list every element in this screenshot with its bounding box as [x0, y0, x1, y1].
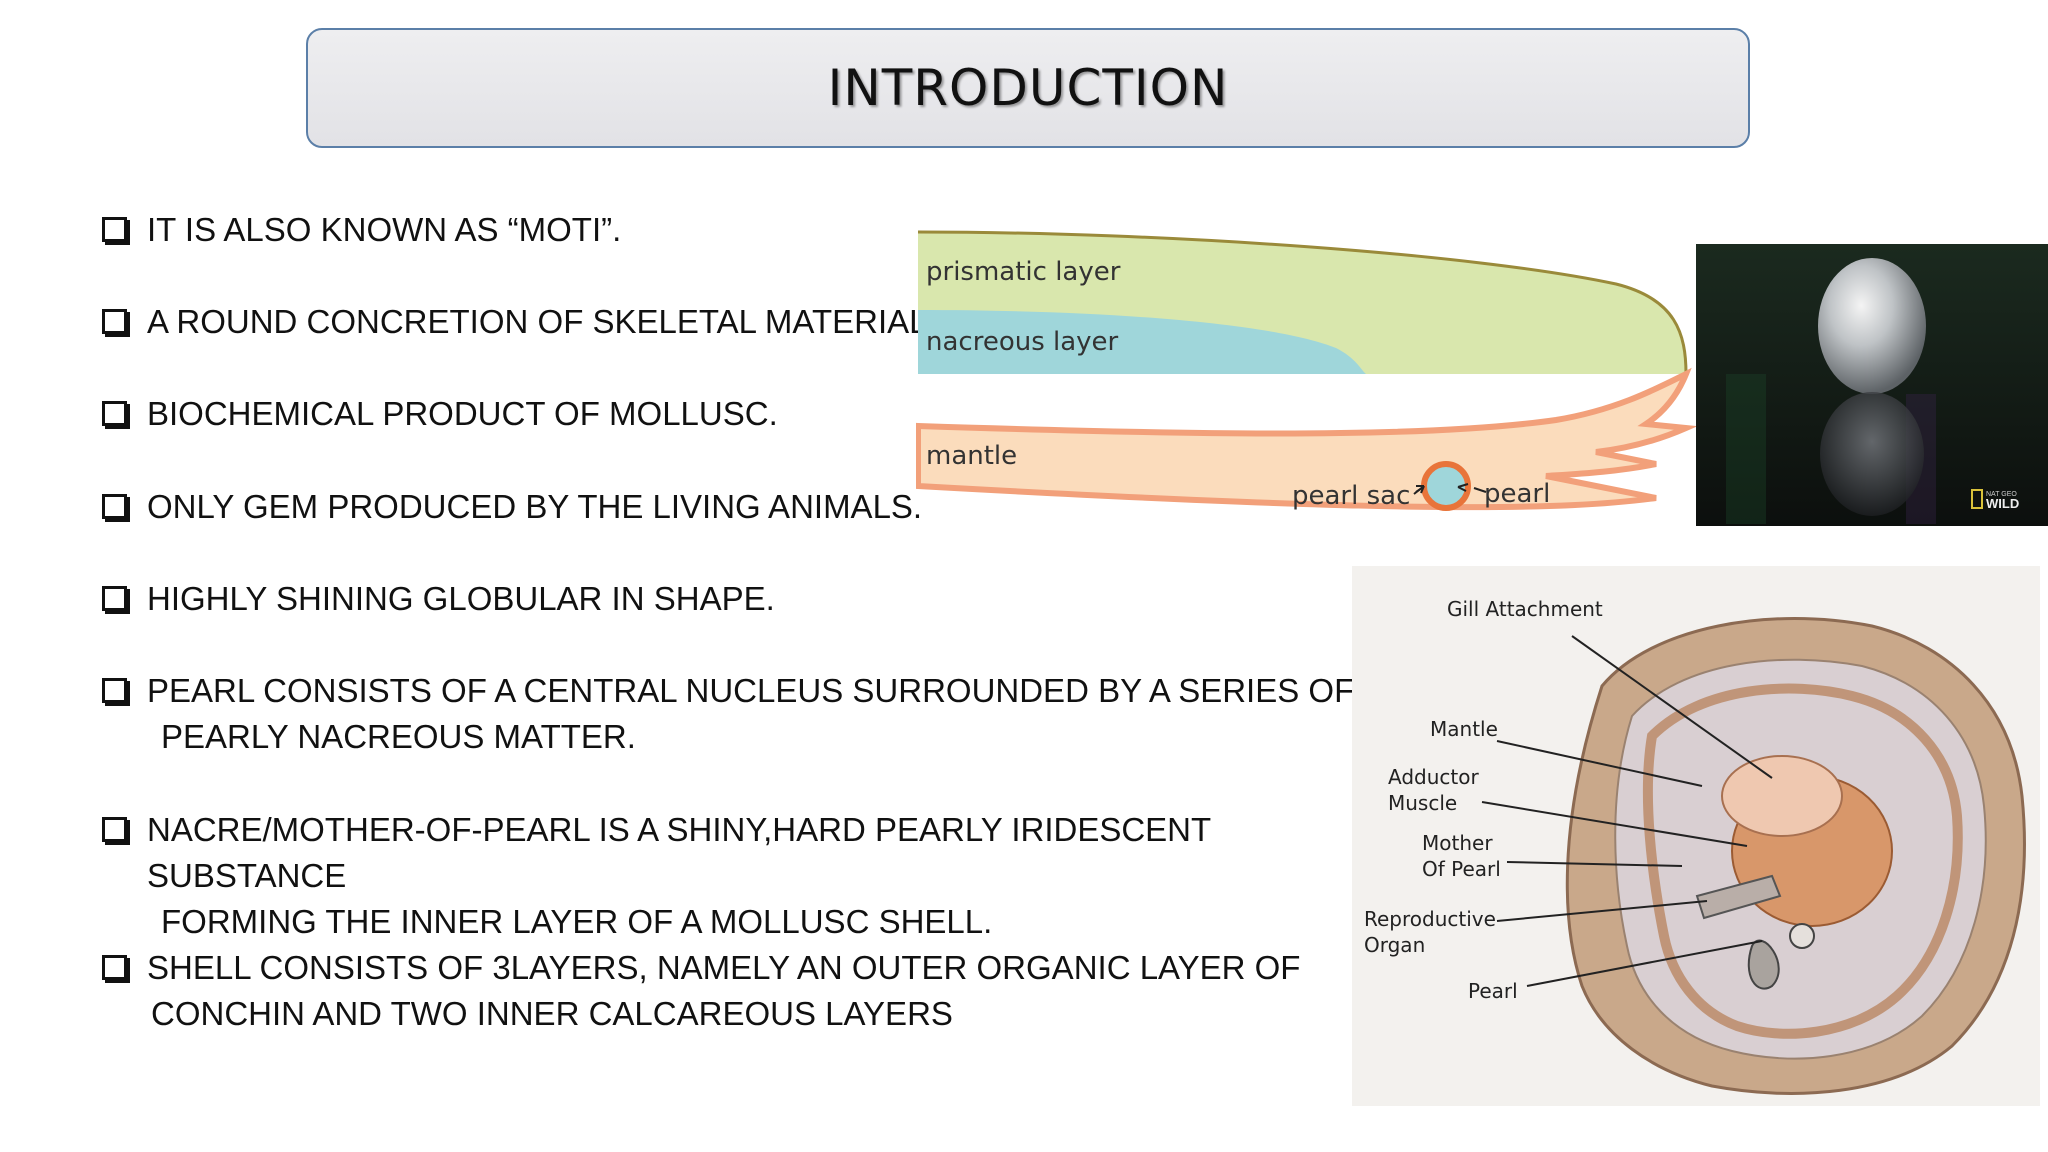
slide-title: INTRODUCTION	[827, 59, 1229, 117]
pearl-label: pearl	[1484, 479, 1550, 509]
mantle-layer	[916, 367, 1696, 511]
pearl-photo-illustration: NAT GEO WILD	[1696, 244, 2048, 526]
gill-area	[1721, 755, 1843, 837]
watermark-big: WILD	[1986, 496, 2019, 511]
reproductive-label: Reproductive	[1364, 907, 1496, 931]
bullet-text: NACRE/MOTHER-OF-PEARL IS A SHINY,HARD PE…	[147, 811, 1211, 894]
pearl-reflection	[1820, 392, 1924, 516]
bullet-item: IT IS ALSO KNOWN AS “MOTI”.	[102, 207, 1362, 253]
bullet-text-continuation: PEARLY NACREOUS MATTER.	[161, 718, 636, 755]
bullet-text: HIGHLY SHINING GLOBULAR IN SHAPE.	[147, 580, 775, 617]
muscle-label: Muscle	[1388, 791, 1457, 815]
bullet-item: PEARL CONSISTS OF A CENTRAL NUCLEUS SURR…	[102, 668, 1362, 760]
checkbox-bullet-icon	[102, 586, 127, 611]
pearl-in-oyster	[1789, 923, 1815, 949]
bullet-text: BIOCHEMICAL PRODUCT OF MOLLUSC.	[147, 395, 778, 432]
bullet-item: A ROUND CONCRETION OF SKELETAL MATERIAL.	[102, 299, 1362, 345]
nacreous-layer	[918, 310, 1366, 374]
pearl-region	[1747, 939, 1780, 990]
nacreous-layer-label: nacreous layer	[926, 327, 1119, 357]
organ-label: Organ	[1364, 933, 1425, 957]
bullet-text: SHELL CONSISTS OF 3LAYERS, NAMELY AN OUT…	[147, 949, 1301, 986]
bullet-item: BIOCHEMICAL PRODUCT OF MOLLUSC.	[102, 391, 1362, 437]
mother-label: Mother	[1422, 831, 1493, 855]
bullet-item: NACRE/MOTHER-OF-PEARL IS A SHINY,HARD PE…	[102, 807, 1362, 945]
reproductive-organ	[1695, 874, 1782, 920]
watermark-small: NAT GEO	[1986, 491, 2017, 498]
mantle-band	[1642, 683, 1963, 1039]
bullet-item: ONLY GEM PRODUCED BY THE LIVING ANIMALS.	[102, 484, 1362, 530]
pearl-sac-label: pearl sac	[1292, 481, 1410, 511]
checkbox-bullet-icon	[102, 494, 127, 519]
pearl-sphere	[1818, 258, 1926, 394]
bullet-text-continuation: CONCHIN AND TWO INNER CALCAREOUS LAYERS	[151, 995, 953, 1032]
natgeo-logo-icon	[1971, 489, 1983, 509]
bullet-text: ONLY GEM PRODUCED BY THE LIVING ANIMALS.	[147, 488, 923, 525]
bullet-item: HIGHLY SHINING GLOBULAR IN SHAPE.	[102, 576, 1362, 622]
bullet-text: PEARL CONSISTS OF A CENTRAL NUCLEUS SURR…	[147, 672, 1355, 709]
pearl-photo: NAT GEO WILD	[1696, 244, 2048, 526]
mantle-label: mantle	[926, 441, 1017, 471]
bullet-text: IT IS ALSO KNOWN AS “MOTI”.	[147, 211, 622, 248]
pearl-sac-arrow-icon	[1413, 485, 1425, 495]
checkbox-bullet-icon	[102, 817, 127, 842]
title-banner: INTRODUCTION	[306, 28, 1750, 148]
prismatic-layer-label: prismatic layer	[926, 257, 1121, 287]
gill-attachment-label: Gill Attachment	[1447, 597, 1603, 621]
oyster-anatomy-diagram: Gill Attachment Mantle Adductor Muscle M…	[1352, 566, 2040, 1106]
checkbox-bullet-icon	[102, 678, 127, 703]
adductor-label: Adductor	[1388, 765, 1479, 789]
of-pearl-label: Of Pearl	[1422, 857, 1501, 881]
checkbox-bullet-icon	[102, 217, 127, 242]
bullet-item: SHELL CONSISTS OF 3LAYERS, NAMELY AN OUT…	[102, 945, 1362, 1037]
pearl-arrow	[1473, 487, 1487, 493]
mantle-label: Mantle	[1430, 717, 1498, 741]
checkbox-bullet-icon	[102, 401, 127, 426]
bullet-text-continuation: FORMING THE INNER LAYER OF A MOLLUSC SHE…	[161, 903, 993, 940]
shell-outline	[917, 230, 1688, 375]
checkbox-bullet-icon	[102, 309, 127, 334]
bullet-text: A ROUND CONCRETION OF SKELETAL MATERIAL.	[147, 303, 937, 340]
pearl-arrow-icon	[1457, 483, 1469, 492]
pearl-label: Pearl	[1468, 979, 1518, 1003]
checkbox-bullet-icon	[102, 955, 127, 980]
shell-layer-diagram: prismatic layer nacreous layer mantle pe…	[916, 230, 1696, 511]
